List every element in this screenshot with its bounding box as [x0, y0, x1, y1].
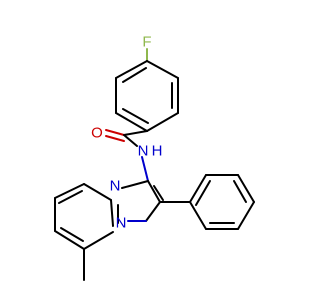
fluorophenyl-ring: [115, 48, 179, 132]
bond: [237, 174, 255, 203]
bond-inner: [233, 180, 247, 203]
phenyl-ring: [159, 174, 255, 230]
bond-inner: [122, 108, 149, 124]
fluorine-label: F: [142, 34, 151, 51]
bond: [121, 180, 149, 189]
bond-c-o-double: [105, 129, 125, 136]
imidazopyridine-core: [54, 180, 164, 281]
molecule-structure: F O N H N N: [54, 34, 255, 281]
bond: [83, 183, 112, 201]
oxygen-label: O: [91, 125, 103, 142]
bond: [54, 230, 85, 250]
bond-inner: [195, 180, 211, 206]
bond: [146, 112, 179, 132]
bond-inner: [122, 67, 147, 83]
bond-n-c3: [141, 156, 149, 182]
bond: [147, 180, 161, 203]
bond: [189, 174, 207, 203]
bond: [110, 199, 114, 227]
amide-nitrogen-label: N: [138, 143, 149, 160]
bond: [83, 231, 114, 250]
bond: [54, 183, 85, 199]
bond-inner: [58, 190, 83, 204]
bridgehead-nitrogen-label: N: [110, 178, 121, 195]
amide-group: [105, 129, 149, 182]
amide-hydrogen-label: H: [152, 143, 163, 160]
bond: [189, 201, 207, 230]
bond-c-o-double: [105, 135, 125, 142]
bond: [146, 60, 179, 79]
imidazole-nitrogen-label: N: [116, 215, 127, 232]
bond: [115, 112, 148, 132]
bond: [237, 201, 255, 230]
bond: [123, 130, 148, 136]
bond-inner: [60, 227, 84, 242]
bond: [115, 60, 148, 79]
bond-inner: [153, 185, 164, 201]
bond: [145, 201, 161, 222]
bond-c-n: [123, 134, 138, 147]
